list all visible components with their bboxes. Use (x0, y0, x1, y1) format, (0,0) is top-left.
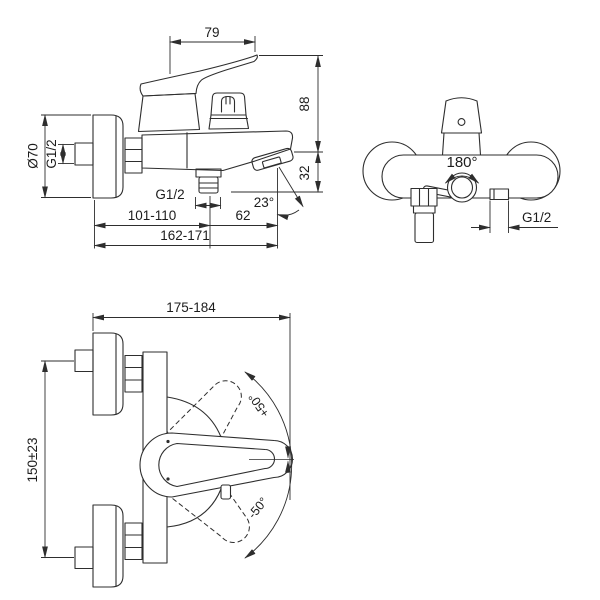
handle-plan-inner (158, 442, 276, 488)
dim-g12-outlet-label: G1/2 (522, 210, 551, 225)
flange-upper (92, 332, 124, 416)
dim-32-label: 32 (297, 165, 312, 180)
screw-dot-upper (166, 439, 170, 444)
cartridge-dome (137, 92, 201, 133)
side-dimensions: 79 88 32 Ø70 G1/2 G1/2 101-110 (26, 25, 323, 249)
cap-screw (457, 118, 466, 126)
handle-plan (139, 432, 293, 498)
wall-flange (92, 114, 124, 199)
spout-aerator (251, 147, 294, 171)
dim-62-label: 62 (235, 208, 250, 223)
mixer-body (141, 130, 294, 172)
wall-stub-upper (74, 349, 94, 373)
hex-nut-upper (124, 354, 143, 393)
outlet-stub (489, 188, 510, 201)
cartridge-neck (441, 132, 482, 156)
wall-stub (74, 142, 94, 166)
dim-175-184-label: 175-184 (166, 300, 216, 315)
hex-nut-lower (124, 522, 143, 561)
handle-pin (220, 484, 232, 500)
dim-g12-wall-label: G1/2 (44, 139, 59, 168)
diverter-connector (410, 187, 438, 244)
dim-g12-shower-label: G1/2 (155, 187, 184, 202)
wall-stub-lower (74, 546, 94, 570)
dim-180deg-label: 180° (446, 154, 477, 171)
lever-handle (139, 54, 258, 97)
swing-arc (244, 371, 293, 559)
body-dome-arc-upper (166, 396, 222, 438)
dim-minus50-label: -50° (245, 495, 271, 522)
side-view: 79 88 32 Ø70 G1/2 G1/2 101-110 (26, 25, 323, 249)
dim-23deg-label: 23° (254, 195, 274, 210)
cartridge-cap (440, 97, 483, 134)
dim-101-110-label: 101-110 (128, 208, 177, 223)
plan-view: +50° -50° 175-184 150±23 (25, 300, 294, 588)
dim-79-label: 79 (204, 25, 219, 40)
hex-nut (124, 137, 143, 174)
dim-88-label: 88 (297, 96, 312, 111)
dim-162-171-label: 162-171 (160, 228, 210, 243)
swivel-arrow (444, 173, 480, 184)
flange-lower (92, 504, 124, 588)
screw-dot-lower (166, 477, 170, 481)
plan-dimensions: 175-184 150±23 (25, 300, 291, 559)
shower-outlet (195, 168, 222, 194)
front-view: 180° G1/2 (362, 97, 561, 244)
dim-diameter-label: Ø70 (26, 143, 41, 169)
front-g12-dimension: G1/2 (471, 200, 558, 233)
diverter-knob (208, 92, 250, 130)
dim-150-23-label: 150±23 (25, 438, 40, 483)
body-dome-arc-lower (166, 488, 222, 528)
